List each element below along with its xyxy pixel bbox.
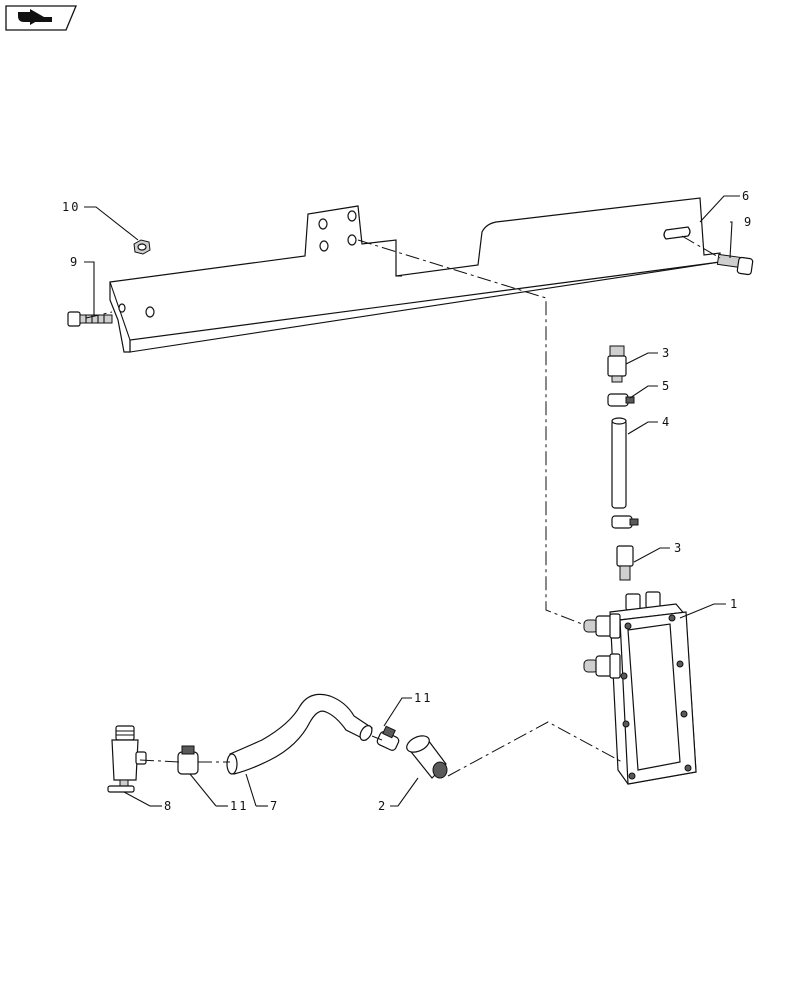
drain-valve	[107, 725, 147, 793]
nut	[133, 239, 151, 255]
callout-8: 8	[164, 799, 173, 813]
hose-clamp-right	[376, 725, 400, 751]
page-navigation-icon[interactable]	[5, 5, 77, 31]
hose-clamp-left	[177, 745, 199, 775]
callout-11-left: 11	[230, 799, 248, 813]
fitting-upper	[607, 345, 627, 383]
callout-11-right: 11	[414, 691, 432, 705]
callout-2: 2	[378, 799, 387, 813]
valve-body	[583, 591, 697, 785]
callout-7: 7	[270, 799, 279, 813]
mounting-bracket	[109, 197, 721, 353]
callout-6: 6	[742, 189, 751, 203]
hose-curved	[226, 693, 373, 775]
clamp-lower	[611, 515, 639, 529]
callout-9-left: 9	[70, 255, 79, 269]
callout-10: 10	[62, 200, 80, 214]
hose-fitting	[406, 735, 448, 779]
bolt-left	[67, 311, 113, 327]
callout-3-lower: 3	[674, 541, 683, 555]
hose-straight	[611, 417, 627, 509]
bolt-right	[716, 253, 754, 276]
callout-9-right: 9	[744, 215, 753, 229]
callout-1: 1	[730, 597, 739, 611]
clamp-upper	[607, 393, 635, 407]
callout-5: 5	[662, 379, 671, 393]
fitting-lower	[616, 545, 634, 581]
callout-4: 4	[662, 415, 671, 429]
callout-3-upper: 3	[662, 346, 671, 360]
